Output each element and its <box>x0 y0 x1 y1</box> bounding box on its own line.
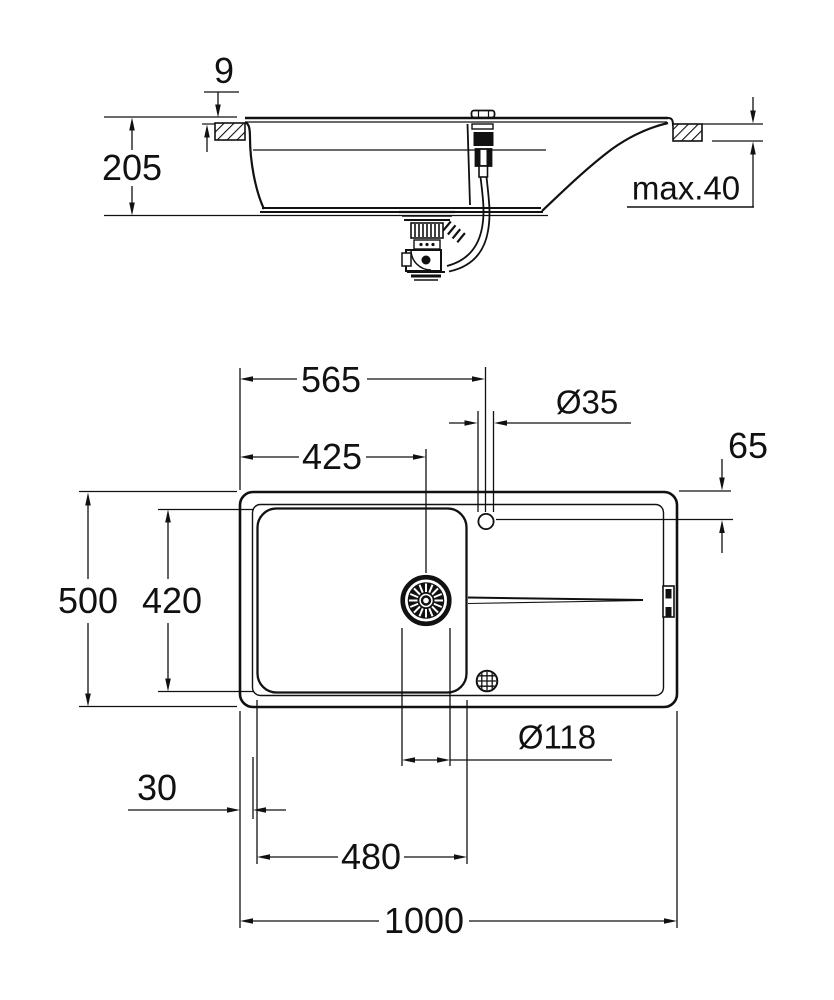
dim-counter-thickness-label: max.40 <box>628 171 744 205</box>
dim-overall-depth-label: 500 <box>54 583 122 619</box>
tap-hole <box>477 513 495 531</box>
sink-outer-edge <box>238 490 679 709</box>
sink-underside <box>541 121 669 212</box>
dim-tap-hole-dia <box>449 420 631 426</box>
dim-rim-offset <box>128 757 286 819</box>
drainboard-groove <box>467 596 644 601</box>
dim-rim-height-label: 9 <box>210 53 238 89</box>
overflow-slot <box>662 585 675 618</box>
bowl-left-wall <box>244 121 265 210</box>
dim-rim-height <box>104 91 239 152</box>
drain-strainer <box>400 574 452 627</box>
side-section-view <box>104 91 763 281</box>
overflow-pipe-assembly <box>446 123 494 273</box>
dim-drain-from-left-label: 425 <box>298 439 366 475</box>
dim-bowl-inner-width <box>256 700 468 864</box>
dim-tap-from-left-label: 565 <box>297 362 365 398</box>
dim-counter-thickness <box>627 97 756 208</box>
dim-bowl-depth-side <box>104 117 548 217</box>
dim-drain-dia-label: Ø118 <box>514 720 600 754</box>
dim-bowl-inner-depth <box>158 508 254 693</box>
dim-overall-depth <box>79 490 237 708</box>
dim-bowl-inner-width-label: 480 <box>337 839 405 875</box>
dim-rim-offset-label: 30 <box>133 770 181 806</box>
dim-overall-length <box>239 711 678 928</box>
overflow-actuator-hole <box>475 669 499 693</box>
countertop-hatch-left <box>214 122 246 141</box>
countertop-hatch-right <box>672 123 703 142</box>
dim-tap-from-left <box>239 367 495 512</box>
dim-bowl-depth-side-label: 205 <box>98 150 166 186</box>
dim-overall-length-label: 1000 <box>380 903 468 939</box>
dim-drain-dia <box>401 628 612 766</box>
dim-bowl-inner-depth-label: 420 <box>138 583 206 619</box>
plan-view <box>79 367 733 928</box>
drain-assembly <box>399 210 466 281</box>
dim-tap-from-edge-label: 65 <box>724 428 772 464</box>
bowl-outline <box>256 507 468 694</box>
dim-tap-hole-dia-label: Ø35 <box>552 385 622 419</box>
overflow-knob <box>470 109 496 119</box>
dim-tap-from-edge <box>496 459 733 553</box>
dim-drain-from-left <box>240 449 427 573</box>
